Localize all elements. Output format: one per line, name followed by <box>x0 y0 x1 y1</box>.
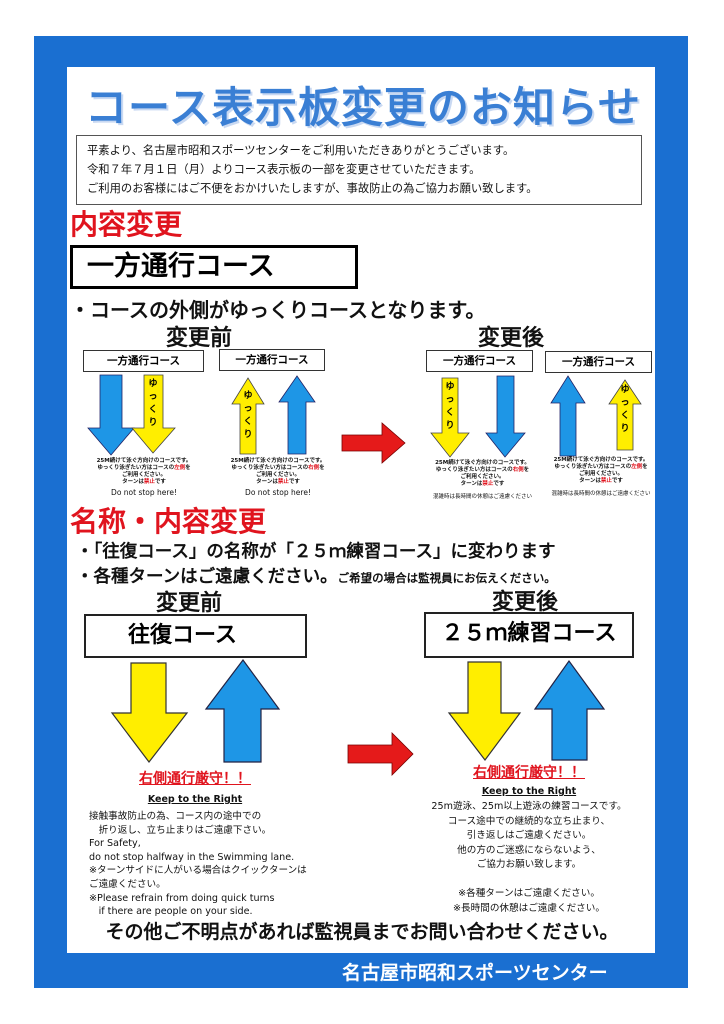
before-label: 変更前 <box>166 326 233 351</box>
lane-sign: 一方通行コース <box>545 351 652 373</box>
intro-line: 平素より、名古屋市昭和スポーツセンターをご利用いただきありがとうございます。 <box>87 144 515 157</box>
keep-right-en: Keep to the Right <box>481 786 577 797</box>
keep-right-en: Keep to the Right <box>147 794 243 805</box>
contact-staff-note: その他ご不明点があれば監視員までお問い合わせください。 <box>105 921 619 943</box>
up-arrow-icon <box>204 658 281 763</box>
page-title: コース表示板変更のお知らせ <box>84 83 642 132</box>
lane-notice: 25M続けて泳ぐ方向けのコースです。 ゆっくり泳ぎたい方はコースの右側を ご利用… <box>435 460 530 487</box>
down-arrow-icon <box>485 375 526 458</box>
keep-right-title: 右側通行厳守！！ <box>139 771 251 787</box>
up-arrow-icon <box>231 377 265 455</box>
down-arrow-icon <box>110 662 189 763</box>
after-description: 25m遊泳、25m以上遊泳の練習コースです。 コース途中での継続的な立ち止まり、… <box>431 801 627 914</box>
section-heading-content-change: 内容変更 <box>70 208 183 241</box>
up-arrow-icon <box>533 659 606 761</box>
right-arrow-icon <box>347 732 414 776</box>
section-heading-name-change: 名称・内容変更 <box>70 505 267 538</box>
bullet-rename: ・「往復コース」の名称が「２５ｍ練習コース」に変わります <box>76 542 556 562</box>
before-course-box: 往復コース <box>84 614 307 658</box>
slow-label: ゆっくり <box>445 382 455 431</box>
after-label: 変更後 <box>478 326 545 351</box>
content-area <box>67 67 655 953</box>
up-arrow-icon <box>278 375 316 455</box>
slow-label: ゆっくり <box>620 385 630 434</box>
course-name-box: 一方通行コース <box>70 245 358 289</box>
keep-right-title: 右側通行厳守！！ <box>473 765 585 781</box>
before-label: 変更前 <box>156 591 223 616</box>
after-label: 変更後 <box>492 590 559 615</box>
organization-name: 名古屋市昭和スポーツセンター <box>342 962 608 984</box>
lane-sign: 一方通行コース <box>219 349 325 371</box>
lane-sign: 一方通行コース <box>83 350 204 372</box>
intro-box: 平素より、名古屋市昭和スポーツセンターをご利用いただきありがとうございます。 令… <box>76 135 642 205</box>
lane-notice: 25M続けて泳ぐ方向けのコースです。 ゆっくり泳ぎたい方はコースの左側を ご利用… <box>553 457 649 484</box>
slow-label: ゆっくり <box>148 379 158 428</box>
after-course-box: ２５ｍ練習コース <box>424 612 634 658</box>
down-arrow-icon <box>447 661 522 761</box>
down-arrow-icon <box>430 377 470 458</box>
up-arrow-icon <box>550 375 586 457</box>
before-description: 接触事故防止の為、コース内の途中での 折り返し、立ち止まりはご遠慮下さい。 Fo… <box>89 811 307 918</box>
dont-stop-note: Do not stop here! <box>111 488 177 497</box>
lane-notice: 25M続けて泳ぐ方向けのコースです。 ゆっくり泳ぎたい方はコースの右側を ご利用… <box>230 458 326 485</box>
slow-label: ゆっくり <box>243 391 253 440</box>
bullet-no-turns: ・各種ターンはご遠慮ください。ご希望の場合は監視員にお伝えください。 <box>76 567 556 587</box>
crowded-note: 混雑時は長時間の休憩はご遠慮ください <box>551 491 651 497</box>
dont-stop-note: Do not stop here! <box>245 488 311 497</box>
lane-sign: 一方通行コース <box>426 350 533 372</box>
lane-notice: 25M続けて泳ぐ方向けのコースです。 ゆっくり泳ぎたい方はコースの左側を ご利用… <box>96 458 192 485</box>
crowded-note: 混雑時は長時間の休憩はご遠慮ください <box>432 494 532 500</box>
intro-line: ご利用のお客様にはご不便をおかけいたしますが、事故防止の為ご協力お願い致します。 <box>87 182 538 195</box>
right-arrow-icon <box>341 422 406 464</box>
up-arrow-icon <box>608 379 642 451</box>
down-arrow-icon <box>131 374 176 454</box>
down-arrow-icon <box>87 374 135 456</box>
bullet-outer-slow: ・コースの外側がゆっくりコースとなります。 <box>70 298 486 322</box>
intro-line: 令和７年７月１日（月）よりコース表示板の一部を変更させていただきます。 <box>87 163 481 176</box>
